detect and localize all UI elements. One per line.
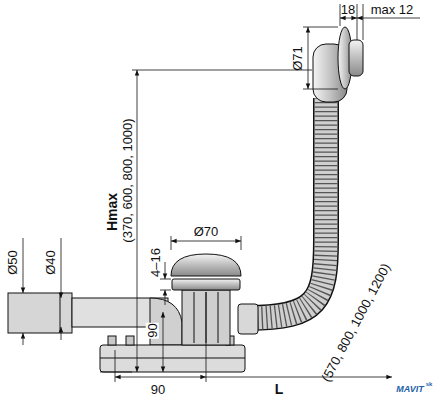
dimension: 18 [340, 3, 356, 16]
outlet-pipe-50 [8, 293, 72, 333]
watermark: MAVIT [395, 385, 424, 394]
dimension-name: Hmax [105, 192, 119, 232]
diameter: Ø70 [193, 225, 220, 238]
diameter: Ø71 [290, 45, 303, 72]
dimension: 4–16 [148, 247, 161, 278]
drain-flange [172, 279, 240, 290]
hose-nut [238, 304, 258, 334]
diameter: Ø40 [43, 249, 56, 276]
hose-corrugation [248, 98, 326, 318]
hose [248, 98, 326, 318]
dimension: 90 [150, 383, 166, 396]
dimension: 90 [146, 322, 159, 338]
diameter: Ø50 [6, 249, 19, 276]
trap-housing [100, 345, 245, 372]
overflow-knob [349, 40, 363, 76]
dimension-name: L [274, 382, 285, 396]
dimension: max 12 [370, 3, 415, 16]
watermark: sk [425, 381, 434, 387]
dimension-values: (370, 600, 800, 1000) [120, 117, 133, 243]
click-clack-plug [171, 254, 241, 276]
hose-outline [248, 98, 326, 318]
